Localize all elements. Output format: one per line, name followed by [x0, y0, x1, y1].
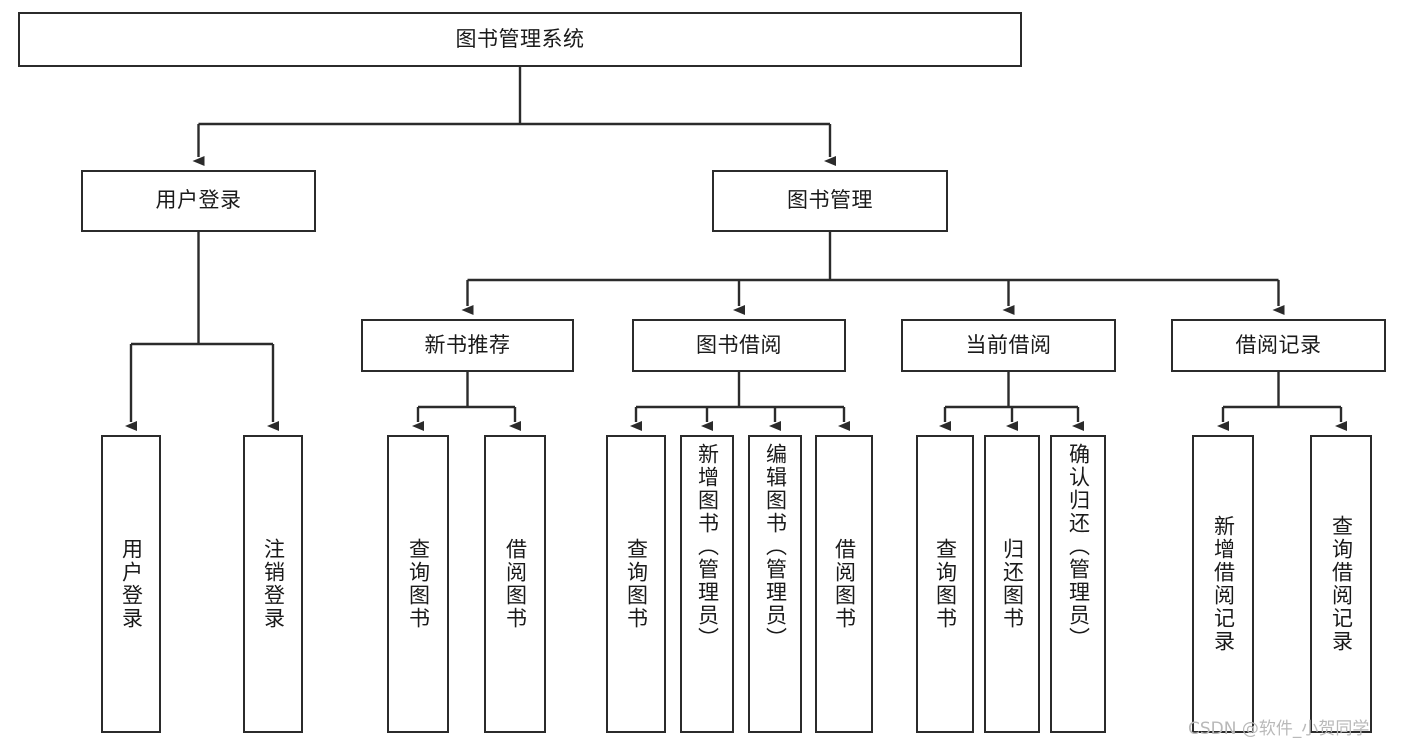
connector-bus [1223, 372, 1341, 409]
node-l-addrec[interactable]: 新增借阅记录 [1192, 435, 1254, 733]
node-label: 查询图书 [624, 538, 649, 630]
connector-bus [636, 372, 844, 409]
node-newbook[interactable]: 新书推荐 [361, 319, 574, 372]
node-l-qrec[interactable]: 查询借阅记录 [1310, 435, 1372, 733]
node-bookmgmt[interactable]: 图书管理 [712, 170, 948, 232]
node-l-login[interactable]: 用户登录 [101, 435, 161, 733]
node-current[interactable]: 当前借阅 [901, 319, 1116, 372]
node-l-bbook2[interactable]: 借阅图书 [815, 435, 873, 733]
watermark-text: CSDN @软件_小贺同学 [1188, 719, 1370, 739]
node-label: 图书管理系统 [455, 26, 585, 51]
node-l-qbook1[interactable]: 查询图书 [387, 435, 449, 733]
connector-bus [198, 67, 830, 126]
node-label: 新增图书（管理员） [695, 443, 720, 650]
node-label: 图书借阅 [696, 332, 782, 357]
node-label: 新书推荐 [424, 332, 511, 357]
node-l-confirm[interactable]: 确认归还（管理员） [1050, 435, 1106, 733]
node-label: 归还图书 [1000, 538, 1025, 630]
node-label: 当前借阅 [965, 332, 1052, 357]
node-l-bbook1[interactable]: 借阅图书 [484, 435, 546, 733]
connector-bus [131, 232, 273, 346]
connector-bus [467, 232, 1279, 282]
node-label: 查询图书 [933, 538, 958, 630]
node-root[interactable]: 图书管理系统 [18, 12, 1022, 67]
node-label: 注销登录 [261, 538, 286, 630]
node-l-editbook[interactable]: 编辑图书（管理员） [748, 435, 802, 733]
node-label: 新增借阅记录 [1211, 515, 1236, 653]
node-label: 借阅图书 [503, 538, 528, 630]
node-label: 借阅记录 [1235, 332, 1322, 357]
node-records[interactable]: 借阅记录 [1171, 319, 1386, 372]
node-label: 借阅图书 [832, 538, 857, 630]
node-l-qbook2[interactable]: 查询图书 [606, 435, 666, 733]
node-label: 用户登录 [155, 188, 242, 213]
node-label: 确认归还（管理员） [1066, 443, 1091, 650]
node-label: 编辑图书（管理员） [763, 443, 788, 650]
node-l-return[interactable]: 归还图书 [984, 435, 1040, 733]
node-label: 查询借阅记录 [1329, 515, 1354, 653]
node-l-logout[interactable]: 注销登录 [243, 435, 303, 733]
connector-bus [945, 372, 1078, 409]
node-label: 图书管理 [787, 188, 873, 213]
node-login[interactable]: 用户登录 [81, 170, 316, 232]
node-borrow[interactable]: 图书借阅 [632, 319, 846, 372]
node-l-qbook3[interactable]: 查询图书 [916, 435, 974, 733]
node-label: 查询图书 [406, 538, 431, 630]
connector-bus [418, 372, 515, 409]
node-label: 用户登录 [119, 538, 144, 630]
node-l-addbook[interactable]: 新增图书（管理员） [680, 435, 734, 733]
